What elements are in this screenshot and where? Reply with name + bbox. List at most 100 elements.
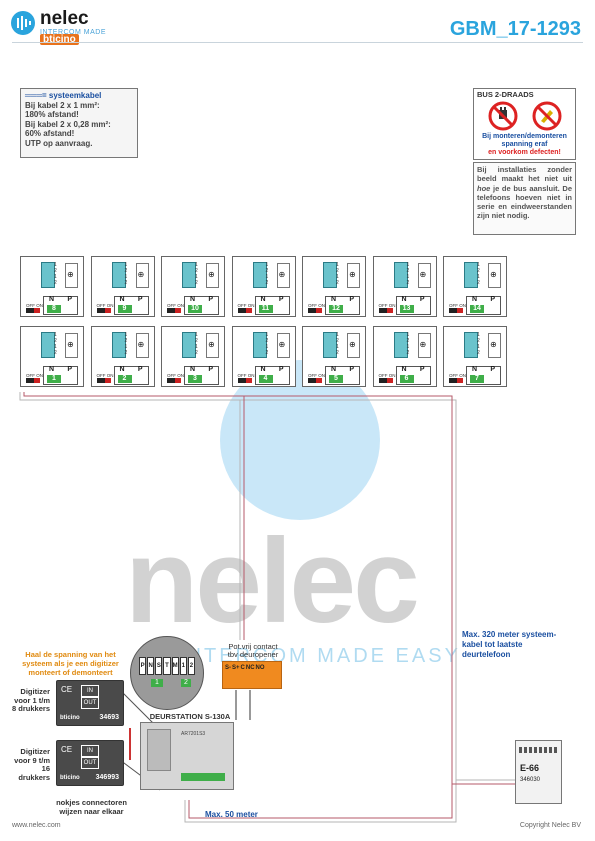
dip-switch (96, 308, 111, 313)
handset-socket-icon (135, 263, 149, 288)
contact-terminal-label: S+ (232, 665, 240, 671)
digitizer1-device: CE IN OUT bticino 34693 (56, 680, 124, 726)
deurstation-terminals (181, 773, 225, 781)
offon-label: OFF ON (378, 303, 396, 308)
phone-number: 8 (47, 305, 61, 313)
contact-terminal-label: S- (225, 665, 231, 671)
digitizer2-out: OUT (81, 757, 99, 769)
handset-socket-icon (276, 333, 290, 358)
digitizer1-label: Digitizer voor 1 t/m 8 drukkers (12, 687, 50, 713)
offon-label: OFF ON (449, 303, 466, 308)
offon-label: OFF ON (449, 373, 466, 378)
handset-socket-icon (65, 333, 78, 358)
dip-switch (308, 308, 322, 313)
zoom-terminal-label: M (171, 657, 179, 675)
brand-name: nelec (40, 8, 89, 29)
bus-terminal (393, 332, 408, 358)
digitizer2-label: Digitizer voor 9 t/m 16 drukkers (14, 747, 50, 782)
cable-note-line: Bij kabel 2 x 0,28 mm²: (25, 119, 111, 129)
bus-terminal (182, 262, 196, 288)
bus-terminal (41, 262, 55, 288)
bus-terminal (41, 332, 55, 358)
handset-socket-icon (488, 263, 501, 288)
offon-label: OFF ON (237, 373, 255, 378)
handset-socket-icon (417, 333, 431, 358)
deurstation-module (147, 729, 171, 771)
footer-url: www.nelec.com (12, 822, 61, 829)
digitizer1-code: 34693 (99, 714, 119, 721)
offon-label: OFF ON (26, 303, 43, 308)
deurstation-label: DEURSTATION S-130A (149, 712, 231, 721)
psu-model: E-66 (520, 763, 540, 773)
contact-terminal-label: C (240, 665, 245, 671)
cable-note-line: UTP op aanvraag. (25, 138, 93, 148)
connector-note: nokjes connectoren wijzen naar elkaar (56, 798, 127, 816)
handset-socket-icon (276, 263, 290, 288)
phone-number: 12 (329, 305, 343, 313)
offon-label: OFF ON (167, 373, 184, 378)
cable-note-line: Bij kabel 2 x 1 mm²: (25, 100, 100, 110)
deurstation-device: AR7201S3 (140, 722, 234, 790)
offon-label: OFF ON (378, 373, 396, 378)
no-plug-icon (488, 101, 518, 131)
handset-socket-icon (347, 333, 360, 358)
phone-number: 2 (117, 375, 132, 383)
info-box: Bij installaties zonder beeld maakt het … (473, 162, 576, 235)
phone-number: 1 (47, 375, 61, 383)
digitizer2-brand: bticino (60, 775, 80, 781)
dip-switch (237, 308, 252, 313)
contact-terminal-label: NO (255, 665, 265, 671)
power-supply: E-66 346030 (515, 740, 562, 804)
offon-label: OFF ON (26, 373, 43, 378)
dip-switch (26, 378, 40, 383)
deurstation-code: AR7201S3 (181, 731, 206, 737)
zoom-terminal-label: 1 (179, 657, 187, 675)
dip-switch (378, 378, 393, 383)
terminal-zoom-num: 2 (181, 679, 191, 687)
no-tool-icon (532, 101, 562, 131)
digitizer1-brand: bticino (60, 715, 80, 721)
dip-switch (449, 378, 463, 383)
digitizer1-in: IN (81, 685, 99, 697)
zoom-terminal-label: S (155, 657, 163, 675)
zoom-terminal-label: P (139, 657, 147, 675)
phone-number: 13 (399, 305, 414, 313)
warning-text: Bij monteren/demonteren spanning eraf en… (482, 133, 567, 156)
cable-note: ═══= systeemkabel Bij kabel 2 x 1 mm²: 1… (20, 88, 138, 158)
watermark-text: nelec (125, 514, 420, 648)
bus-terminal (182, 332, 196, 358)
dip-switch (96, 378, 111, 383)
zoom-terminal-label: 2 (187, 657, 195, 675)
offon-label: OFF ON (308, 373, 325, 378)
cable-note-line: 180% afstand! (25, 110, 79, 119)
